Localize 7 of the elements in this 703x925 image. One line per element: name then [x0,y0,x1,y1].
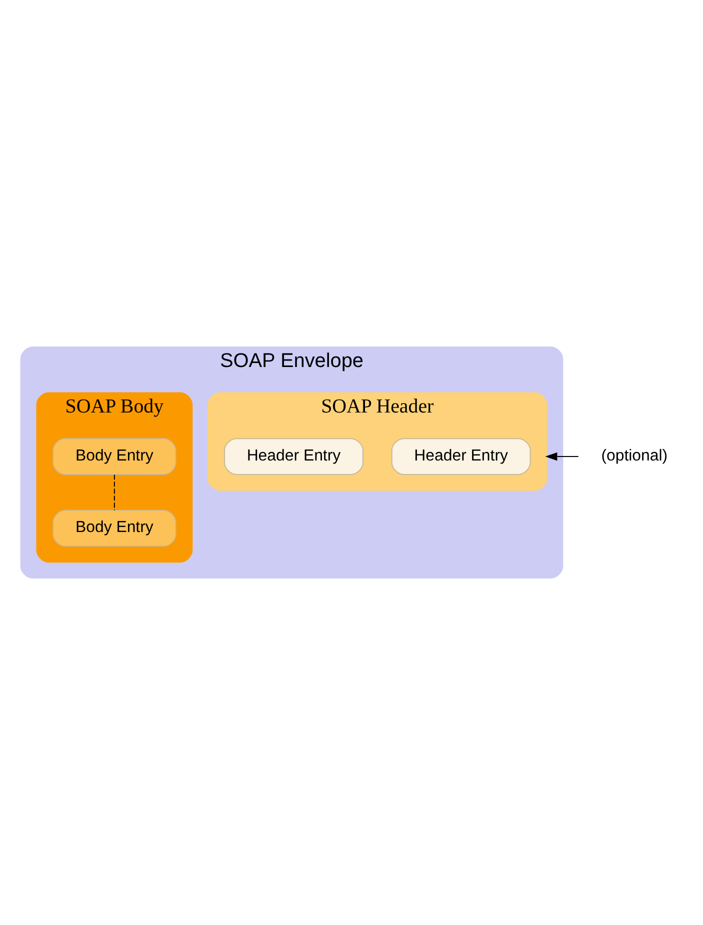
node-box: Header Entry [224,438,364,475]
node-box: Body Entry [52,438,176,475]
arrow [545,452,579,461]
node-text: (optional) [601,447,668,464]
node-box: Body Entry [52,510,176,547]
node-box: Header Entry [391,438,531,475]
connector [114,474,115,511]
